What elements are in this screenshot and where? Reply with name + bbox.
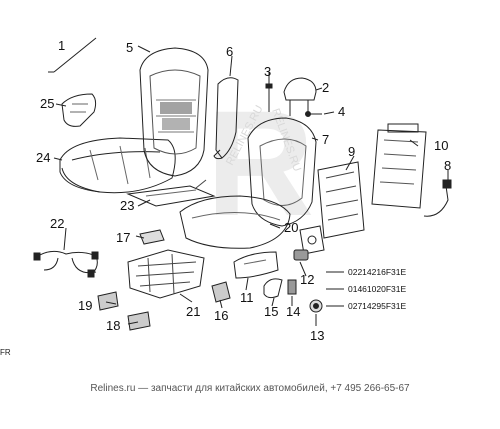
foot-cover-18 <box>127 311 151 331</box>
screw-4 <box>305 111 322 117</box>
bolt-3 <box>265 83 273 112</box>
footer-contact: Relines.ru — запчасти для китайских авто… <box>90 383 410 394</box>
callout-2: 2 <box>322 80 329 95</box>
callout-10: 10 <box>434 138 448 153</box>
heater-wire-harness <box>423 179 452 217</box>
callout-25: 25 <box>40 96 54 111</box>
backrest-foam <box>247 117 317 227</box>
part-number-1: 02214216F31E <box>348 267 406 277</box>
bolt-cap-14 <box>287 279 297 295</box>
seat-side-trim <box>233 251 279 279</box>
bracket-16 <box>211 281 231 303</box>
callout-18: 18 <box>106 318 120 333</box>
callout-13: 13 <box>310 328 324 343</box>
callout-3: 3 <box>264 64 271 79</box>
seat-heater-mat <box>126 179 216 207</box>
seat-cushion-pad <box>59 137 176 194</box>
callout-7: 7 <box>322 132 329 147</box>
headrest-guide <box>283 77 317 116</box>
recliner-knob <box>263 278 283 299</box>
callout-23: 23 <box>120 198 134 213</box>
seat-adjuster-frame <box>127 249 205 299</box>
callout-21: 21 <box>186 304 200 319</box>
part-number-3: 02714295F31E <box>348 301 406 311</box>
lumbar-module <box>61 93 97 127</box>
callout-8: 8 <box>444 158 451 173</box>
callout-20: 20 <box>284 220 298 235</box>
foot-cover-19 <box>97 291 119 311</box>
callout-12: 12 <box>300 272 314 287</box>
callout-11: 11 <box>240 290 254 305</box>
backrest-rear-panel <box>371 123 427 209</box>
seat-switch <box>293 249 309 261</box>
front-side-tag: FR <box>0 348 11 357</box>
part-number-list: 02214216F31E 01461020F31E 02714295F31E <box>348 267 406 311</box>
callout-labels: 1 2 3 4 5 6 7 8 9 10 11 12 13 14 15 16 1… <box>36 38 451 343</box>
callout-16: 16 <box>214 308 228 323</box>
backrest-frame <box>299 161 365 255</box>
callout-6: 6 <box>226 44 233 59</box>
callout-5: 5 <box>126 40 133 55</box>
seat-wiring-harness <box>33 250 99 278</box>
seat-track-cover <box>139 229 165 245</box>
backrest-trim-panel <box>213 77 239 160</box>
callout-4: 4 <box>338 104 345 119</box>
callout-14: 14 <box>286 304 300 319</box>
callout-1: 1 <box>58 38 65 53</box>
watermark-ring-text-lower: RELINES.RU <box>224 103 266 167</box>
callout-24: 24 <box>36 150 50 165</box>
callout-15: 15 <box>264 304 278 319</box>
callout-9: 9 <box>348 144 355 159</box>
callout-17: 17 <box>116 230 130 245</box>
seat-cushion-foam <box>179 195 291 249</box>
callout-22: 22 <box>50 216 64 231</box>
nut-13 <box>309 299 323 313</box>
callout-19: 19 <box>78 298 92 313</box>
part-number-2: 01461020F31E <box>348 284 406 294</box>
backrest-cover <box>139 47 209 177</box>
